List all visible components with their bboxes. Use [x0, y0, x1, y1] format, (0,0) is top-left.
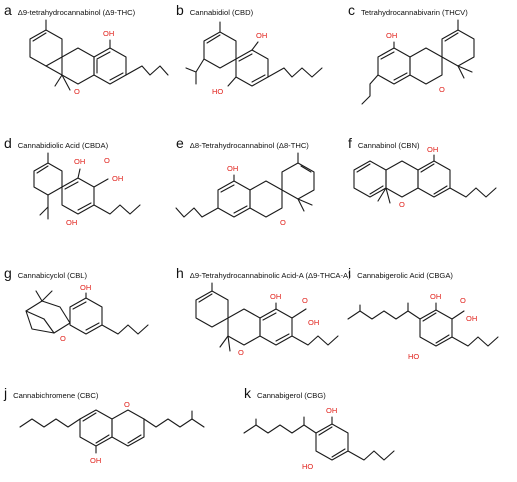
- compound-name: Cannabidiol (CBD): [189, 8, 254, 17]
- molecular-structure: OH O OH OH: [33, 152, 141, 227]
- atom-oh: OH: [256, 31, 267, 40]
- molecular-structure: OH O: [353, 145, 497, 209]
- molecular-structure: OH O: [25, 283, 149, 343]
- compound-name: Cannabicyclol (CBL): [17, 271, 88, 280]
- atom-ho: HO: [302, 462, 313, 471]
- panel-e: e Δ8-Tetrahydrocannabinol (Δ8-THC) OH O: [172, 133, 344, 255]
- compound-name: Cannabigerolic Acid (CBGA): [357, 271, 453, 280]
- compound-name: Cannabigerol (CBG): [257, 391, 326, 400]
- atom-oh: OH: [103, 29, 114, 38]
- atom-o: O: [238, 348, 244, 357]
- panel-b: b Cannabidiol (CBD) OH HO: [172, 0, 344, 122]
- panel-a-header: a Δ9-tetrahydrocannabinol (Δ9-THC): [4, 2, 135, 20]
- molecular-structure: OH O: [175, 152, 315, 227]
- panel-k: k Cannabigerol (CBG) OH HO: [240, 383, 517, 482]
- panel-c: c Tetrahydrocannabivarin (THCV) OH O: [344, 0, 517, 122]
- panel-letter: b: [176, 2, 184, 18]
- panel-j-header: j Cannabichromene (CBC): [4, 385, 98, 403]
- compound-name: Δ9-Tetrahydrocannabinolic Acid-A (Δ9-THC…: [189, 271, 351, 280]
- panel-e-header: e Δ8-Tetrahydrocannabinol (Δ8-THC): [176, 135, 309, 153]
- molecular-structure: OH HO: [185, 21, 323, 96]
- panel-b-header: b Cannabidiol (CBD): [176, 2, 253, 20]
- atom-oh: OH: [270, 292, 281, 301]
- panel-j: j Cannabichromene (CBC) O OH: [0, 383, 240, 482]
- atom-o: O: [439, 85, 445, 94]
- panel-k-header: k Cannabigerol (CBG): [244, 385, 326, 403]
- panel-letter: j: [4, 385, 8, 401]
- compound-name: Tetrahydrocannabivarin (THCV): [361, 8, 468, 17]
- atom-oh: OH: [427, 145, 438, 154]
- panel-letter: f: [348, 135, 352, 151]
- panel-letter: k: [244, 385, 251, 401]
- molecular-structure: OH O: [361, 19, 475, 105]
- molecular-structure: O OH: [19, 400, 205, 465]
- panel-letter: h: [176, 265, 184, 281]
- atom-o: O: [280, 218, 286, 227]
- atom-oh: OH: [74, 157, 85, 166]
- atom-oh: OH: [227, 164, 238, 173]
- panel-g: g Cannabicyclol (CBL) OH O: [0, 263, 172, 373]
- panel-d: d Cannabidiolic Acid (CBDA) OH O OH OH: [0, 133, 172, 255]
- panel-f: f Cannabinol (CBN) OH O: [344, 133, 517, 255]
- compound-name: Cannabidiolic Acid (CBDA): [17, 141, 109, 150]
- panel-letter: e: [176, 135, 184, 151]
- panel-i-header: i Cannabigerolic Acid (CBGA): [348, 265, 453, 283]
- atom-ho: HO: [408, 352, 419, 361]
- compound-name: Δ9-tetrahydrocannabinol (Δ9-THC): [17, 8, 136, 17]
- atom-oh: OH: [90, 456, 101, 465]
- atom-o: O: [399, 200, 405, 209]
- atom-o: O: [460, 296, 466, 305]
- atom-oh: OH: [326, 406, 337, 415]
- panel-a: a Δ9-tetrahydrocannabinol (Δ9-THC) OH O: [0, 0, 172, 122]
- atom-oh: OH: [112, 174, 123, 183]
- atom-ho: HO: [212, 87, 223, 96]
- molecular-structure: OH O OH O: [195, 282, 339, 357]
- atom-oh: OH: [80, 283, 91, 292]
- panel-c-header: c Tetrahydrocannabivarin (THCV): [348, 2, 468, 20]
- atom-oh: OH: [466, 314, 477, 323]
- panel-letter: c: [348, 2, 355, 18]
- atom-o: O: [60, 334, 66, 343]
- panel-letter: i: [348, 265, 352, 281]
- compound-name: Cannabinol (CBN): [357, 141, 420, 150]
- molecular-structure: OH O: [29, 19, 169, 96]
- panel-h: h Δ9-Tetrahydrocannabinolic Acid-A (Δ9-TH…: [172, 263, 351, 373]
- atom-oh: OH: [430, 292, 441, 301]
- molecular-structure: OH HO: [243, 406, 395, 471]
- compound-name: Δ8-Tetrahydrocannabinol (Δ8-THC): [189, 141, 309, 150]
- panel-letter: a: [4, 2, 12, 18]
- panel-i: i Cannabigerolic Acid (CBGA) OH O OH HO: [344, 263, 517, 373]
- panel-f-header: f Cannabinol (CBN): [348, 135, 420, 153]
- atom-o: O: [74, 87, 80, 96]
- atom-oh: OH: [66, 218, 77, 227]
- molecular-structure: OH O OH HO: [347, 292, 499, 361]
- atom-oh: OH: [308, 318, 319, 327]
- compound-name: Cannabichromene (CBC): [13, 391, 99, 400]
- panel-d-header: d Cannabidiolic Acid (CBDA): [4, 135, 108, 153]
- panel-letter: d: [4, 135, 12, 151]
- atom-o: O: [104, 156, 110, 165]
- atom-o: O: [124, 400, 130, 409]
- atom-oh: OH: [386, 31, 397, 40]
- panel-h-header: h Δ9-Tetrahydrocannabinolic Acid-A (Δ9-TH…: [176, 265, 351, 283]
- panel-letter: g: [4, 265, 12, 281]
- atom-o: O: [302, 296, 308, 305]
- panel-g-header: g Cannabicyclol (CBL): [4, 265, 87, 283]
